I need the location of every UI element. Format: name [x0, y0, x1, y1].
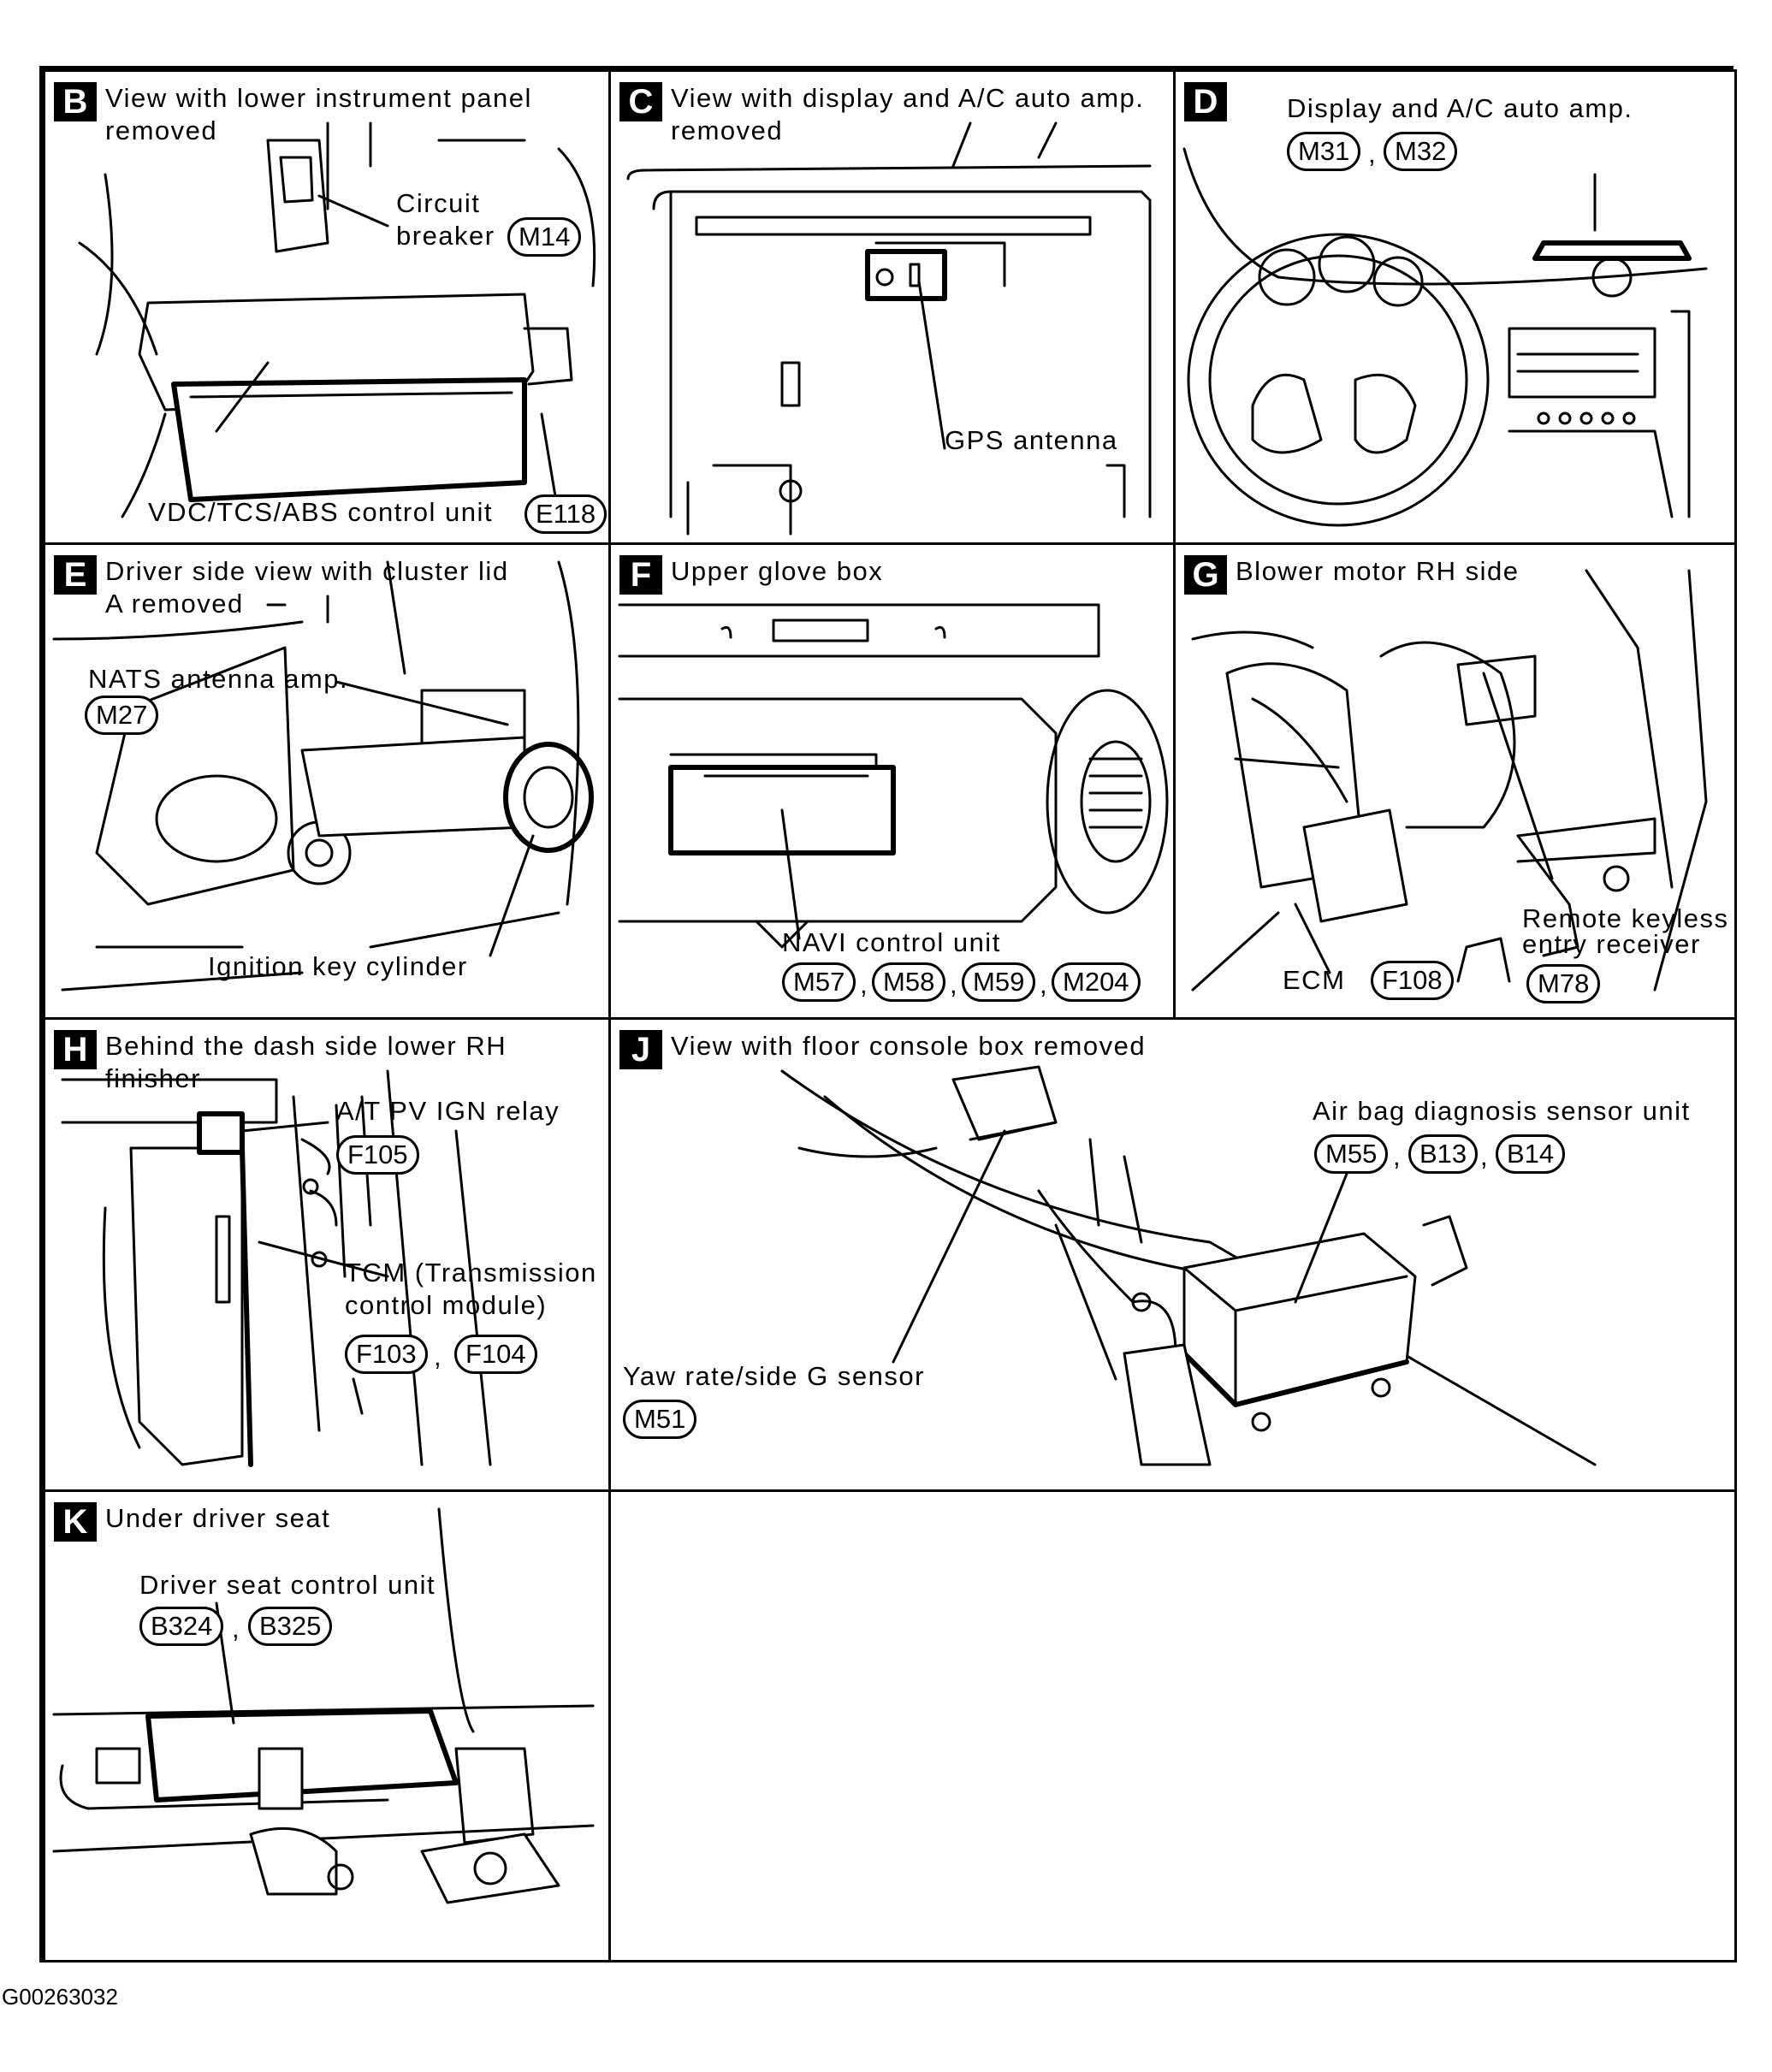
connector-badge: M58	[872, 962, 946, 1002]
connector-badge: M14	[507, 217, 582, 257]
panel-f-letter: F	[619, 555, 662, 595]
panel-k-letter: K	[54, 1502, 97, 1542]
connector-badge: F104	[454, 1335, 537, 1374]
panel-e-illustration	[52, 560, 594, 992]
panel-g-illustration	[1191, 569, 1708, 992]
driver-seat-control-label: Driver seat control unit	[139, 1570, 436, 1600]
panel-k-caption: Under driver seat	[105, 1503, 331, 1533]
panel-j-illustration	[780, 1065, 1597, 1466]
circuit-breaker-label: Circuit	[396, 188, 481, 218]
separator-comma: ,	[434, 1341, 442, 1371]
separator-comma: ,	[950, 969, 957, 999]
connector-badge: M31	[1287, 132, 1361, 171]
figure-grid: B View with lower instrument panel remov…	[39, 66, 1737, 1962]
connector-badge: F103	[345, 1335, 428, 1374]
panel-e-letter: E	[54, 555, 97, 595]
display-ac-amp-label: Display and A/C auto amp.	[1287, 93, 1633, 123]
connector-badge: B14	[1496, 1134, 1566, 1174]
panel-h-caption: Behind the dash side lower RH	[105, 1031, 507, 1061]
separator-comma: ,	[232, 1613, 240, 1643]
panel-e-caption-2: A removed	[105, 589, 244, 619]
ecm-label: ECM	[1283, 965, 1346, 995]
tcm-label-2: control module)	[345, 1290, 548, 1320]
separator-comma: ,	[1480, 1141, 1488, 1171]
panel-c-letter: C	[619, 82, 662, 121]
connector-badge: M204	[1052, 962, 1141, 1002]
panel-k: K Under driver seat Driver seat control …	[43, 1489, 611, 1962]
connector-badge: F105	[336, 1135, 419, 1175]
panel-b-caption: View with lower instrument panel	[105, 83, 532, 113]
remote-keyless-label-2: entry receiver	[1522, 929, 1701, 959]
panel-f: F Upper glove box NAVI control unit M57 …	[608, 542, 1176, 1020]
connector-badge: M57	[782, 962, 856, 1002]
separator-comma: ,	[1393, 1141, 1401, 1171]
panel-h: H Behind the dash side lower RH finisher…	[43, 1017, 611, 1492]
connector-badge: M59	[962, 962, 1036, 1002]
panel-c-caption: View with display and A/C auto amp.	[671, 83, 1145, 113]
panel-d-letter: D	[1184, 82, 1227, 121]
figure-id: G00263032	[2, 1984, 118, 2010]
ignition-key-cylinder-label: Ignition key cylinder	[208, 951, 468, 981]
panel-g: G Blower motor RH side Remote keyless en…	[1173, 542, 1737, 1020]
panel-f-illustration	[618, 603, 1169, 949]
panel-j: J View with floor console box removed Ai…	[608, 1017, 1737, 1492]
separator-comma: ,	[1368, 139, 1376, 169]
connector-badge: B13	[1408, 1134, 1479, 1174]
connector-badge: B325	[248, 1607, 333, 1646]
panel-g-letter: G	[1184, 555, 1227, 595]
connector-badge: E118	[524, 494, 607, 534]
nats-antenna-amp-label: NATS antenna amp.	[88, 664, 349, 694]
connector-badge: M32	[1384, 132, 1458, 171]
panel-h-letter: H	[54, 1030, 97, 1069]
remote-keyless-label: Remote keyless	[1522, 903, 1729, 933]
navi-control-unit-label: NAVI control unit	[782, 927, 1001, 957]
connector-badge: M51	[623, 1400, 697, 1439]
separator-comma: ,	[860, 969, 868, 999]
separator-comma: ,	[1040, 969, 1047, 999]
panel-c-illustration	[626, 121, 1152, 536]
panel-c-caption-2: removed	[671, 115, 784, 145]
panel-e-caption: Driver side view with cluster lid	[105, 556, 509, 586]
connector-badge: M78	[1526, 964, 1601, 1003]
connector-badge: B324	[139, 1607, 224, 1646]
panel-j-letter: J	[619, 1030, 662, 1069]
connector-badge: F108	[1371, 961, 1454, 1000]
panel-b-letter: B	[54, 82, 97, 121]
panel-f-caption: Upper glove box	[671, 556, 884, 586]
panel-c: C View with display and A/C auto amp. re…	[608, 69, 1176, 545]
connector-badge: M55	[1314, 1134, 1389, 1174]
airbag-sensor-label: Air bag diagnosis sensor unit	[1313, 1096, 1691, 1126]
tcm-label: TCM (Transmission	[345, 1258, 597, 1288]
panel-j-caption: View with floor console box removed	[671, 1031, 1147, 1061]
circuit-breaker-label-2: breaker	[396, 221, 495, 251]
control-unit-label: VDC/TCS/ABS control unit	[148, 497, 493, 527]
panel-b-caption-2: removed	[105, 115, 218, 145]
panel-g-caption: Blower motor RH side	[1236, 556, 1520, 586]
panel-empty	[608, 1489, 1737, 1962]
gps-antenna-label: GPS antenna	[945, 425, 1118, 455]
panel-b-illustration	[78, 121, 596, 518]
panel-d-illustration	[1182, 147, 1708, 527]
connector-badge: M27	[85, 696, 159, 735]
yaw-rate-sensor-label: Yaw rate/side G sensor	[623, 1361, 925, 1391]
panel-b: B View with lower instrument panel remov…	[43, 69, 611, 545]
panel-d: D Display and A/C auto amp. M31 , M32	[1173, 69, 1737, 545]
relay-label: A/T PV IGN relay	[336, 1096, 560, 1126]
panel-h-caption-2: finisher	[105, 1063, 201, 1093]
panel-k-illustration	[52, 1507, 595, 1904]
panel-e: E Driver side view with cluster lid A re…	[43, 542, 611, 1020]
